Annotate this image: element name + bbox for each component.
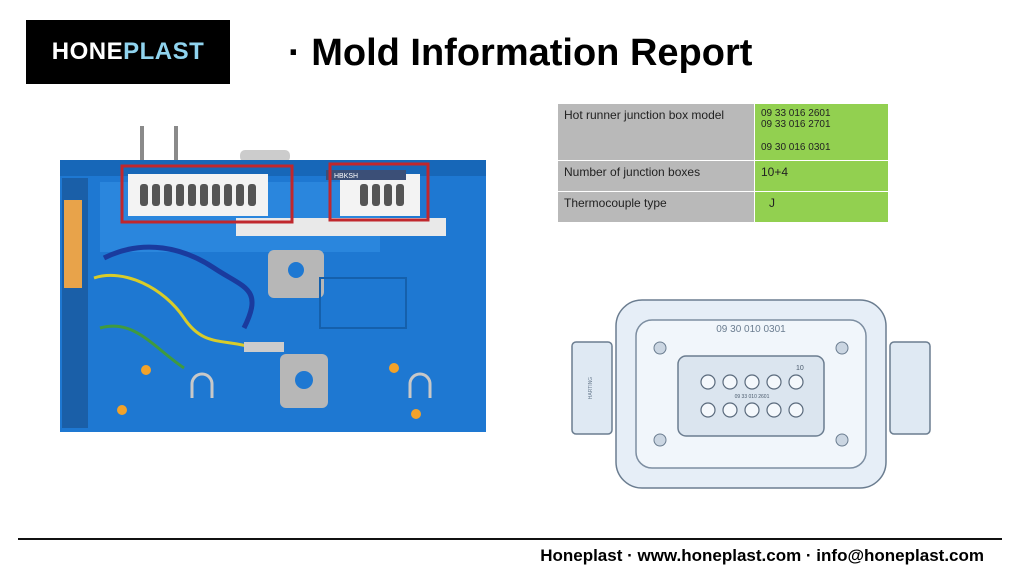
mold-plate-label: HBKSH [334,173,358,180]
table-value: 09 33 016 2601 09 33 016 2701 09 30 016 … [754,103,889,161]
table-key: Number of junction boxes [557,160,755,192]
connector-inner-number: 10 [796,365,804,372]
table-value: J [754,191,889,223]
logo-text: HONEPLAST [51,38,205,65]
page-title: · Mold Information Report [288,32,753,74]
connector-top-label: 09 30 010 0301 [716,324,786,335]
table-key: Hot runner junction box model [557,103,755,161]
connector-image: HARTING 09 30 010 0301 10 09 33 010 2601 [571,299,931,489]
table-row: Number of junction boxes 10+4 [557,160,889,192]
side-mark-text: HARTING [588,377,594,400]
table-key: Thermocouple type [557,191,755,223]
table-row: Hot runner junction box model 09 33 016 … [557,103,889,161]
table-value: 10+4 [754,160,889,192]
company-logo: HONEPLAST [26,20,230,84]
connector-inner-label: 09 33 010 2601 [735,394,770,400]
footer-contact: Honeplast · www.honeplast.com · info@hon… [540,546,984,565]
footer-divider [18,538,1002,540]
table-row: Thermocouple type J [557,191,889,223]
mold-info-table: Hot runner junction box model 09 33 016 … [557,103,889,223]
mold-image: HBKSH [60,126,486,432]
